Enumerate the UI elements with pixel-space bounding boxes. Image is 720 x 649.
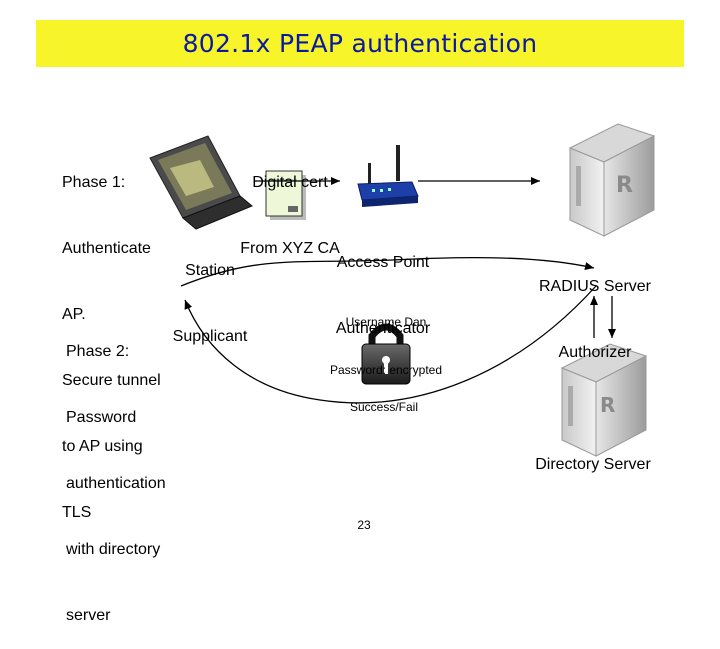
diagram-graphics: R R — [149, 123, 656, 457]
wireless-router-icon — [357, 145, 419, 207]
access-point-label: Access Point Authenticator — [335, 254, 431, 337]
credentials-label: Username Dan Password: encrypted — [329, 315, 443, 377]
server-icon: R — [560, 343, 648, 457]
svg-text:R: R — [616, 173, 633, 198]
server-icon: R — [568, 123, 656, 237]
certificate-icon — [265, 170, 306, 220]
page-number: 23 — [357, 518, 371, 532]
padlock-icon — [361, 323, 411, 385]
phase2-text: Phase 2: Password authentication with di… — [66, 343, 166, 624]
directory-server-label: Directory Server — [535, 456, 651, 473]
laptop-icon — [149, 135, 253, 230]
phase1-text: Phase 1: Authenticate AP. Secure tunnel … — [62, 174, 161, 521]
svg-text:R: R — [600, 393, 615, 417]
certificate-label: Digital cert From XYZ CA — [240, 174, 340, 257]
title-bar: 802.1x PEAP authentication — [36, 20, 684, 67]
phase2-lower-curve — [184, 285, 597, 404]
radius-server-label: RADIUS Server Authorizer — [538, 278, 652, 361]
result-label: Success/Fail — [349, 400, 419, 414]
phase2-upper-curve — [180, 256, 595, 287]
slide-title: 802.1x PEAP authentication — [182, 29, 538, 58]
station-label: Station Supplicant — [172, 262, 248, 345]
